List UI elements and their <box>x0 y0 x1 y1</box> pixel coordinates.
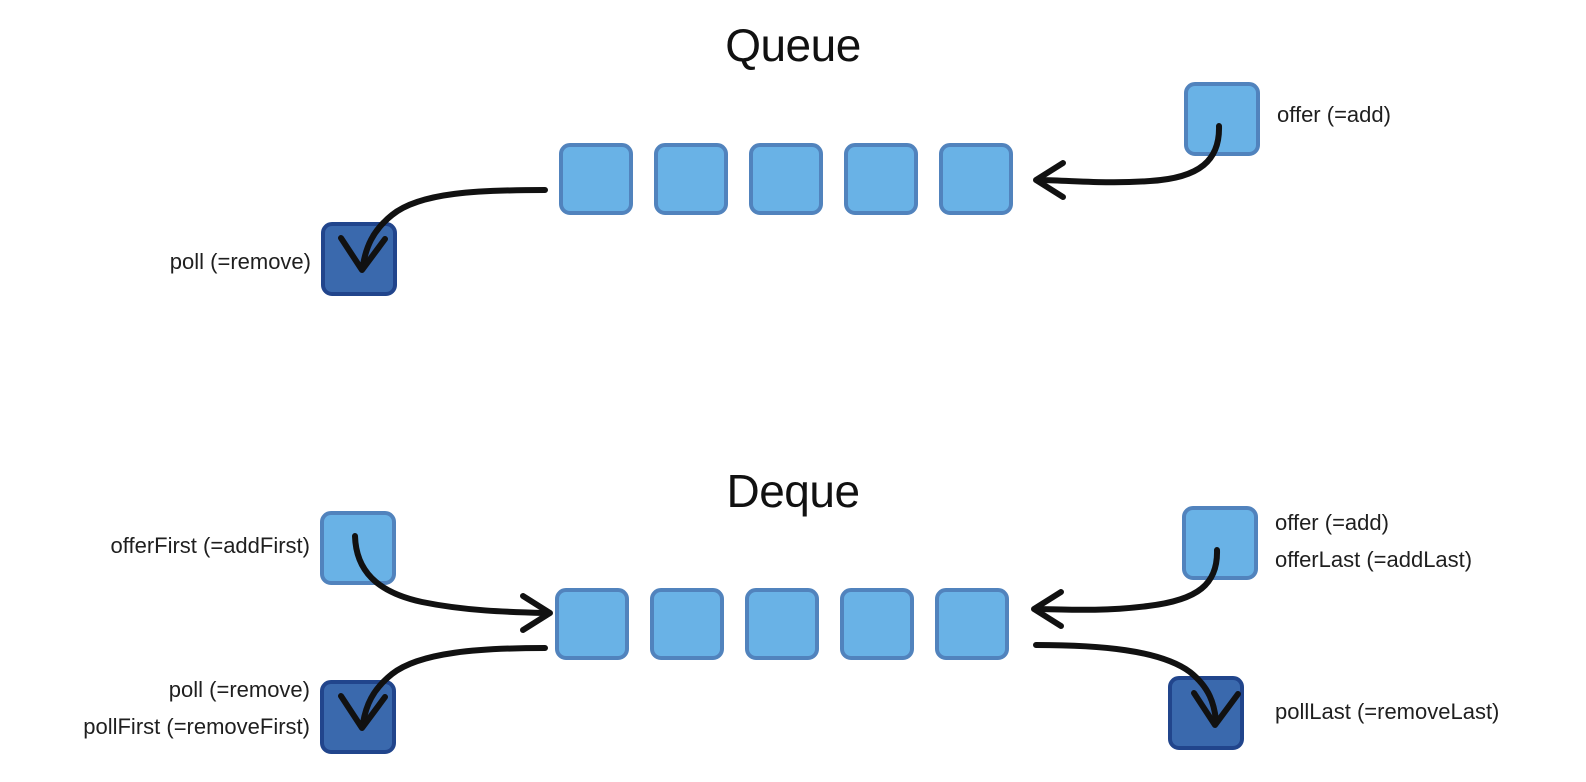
queue-poll-label: poll (=remove) <box>169 249 311 274</box>
deque-section-title: Deque <box>726 465 860 517</box>
deque-cell-2 <box>650 588 724 660</box>
deque-poll-last-box <box>1168 676 1244 750</box>
queue-cell-3 <box>749 143 823 215</box>
deque-offer-last-label-line2: offerLast (=addLast) <box>1275 547 1473 572</box>
queue-section-title: Queue <box>725 19 861 71</box>
queue-offer-label: offer (=add) <box>1277 102 1391 127</box>
deque-offer-last-label-line1: offer (=add) <box>1275 510 1389 535</box>
queue-cell-4 <box>844 143 918 215</box>
queue-offer-box <box>1184 82 1260 156</box>
deque-poll-first-label-line2: pollFirst (=removeFirst) <box>83 714 310 739</box>
queue-cell-5 <box>939 143 1013 215</box>
deque-offer-first-label: offerFirst (=addFirst) <box>110 533 310 558</box>
deque-cell-5 <box>935 588 1009 660</box>
deque-cell-4 <box>840 588 914 660</box>
deque-poll-last-label: pollLast (=removeLast) <box>1275 699 1500 724</box>
deque-offer-first-box <box>320 511 396 585</box>
deque-offer-last-box <box>1182 506 1258 580</box>
deque-cell-1 <box>555 588 629 660</box>
deque-poll-first-box <box>320 680 396 754</box>
queue-poll-box <box>321 222 397 296</box>
queue-cell-1 <box>559 143 633 215</box>
deque-cell-3 <box>745 588 819 660</box>
deque-poll-first-label-line1: poll (=remove) <box>168 677 310 702</box>
queue-cell-2 <box>654 143 728 215</box>
